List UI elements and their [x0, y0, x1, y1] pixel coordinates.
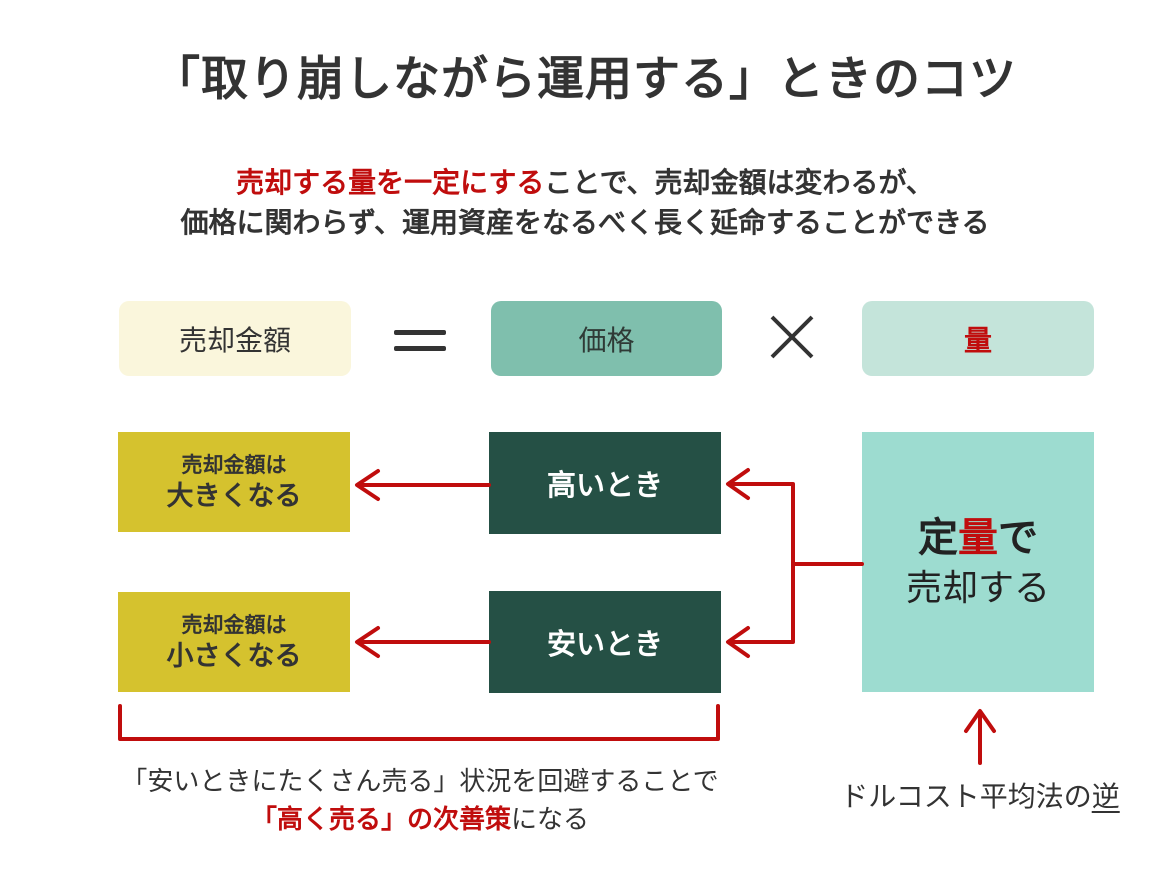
- price-box: 価格: [491, 301, 722, 376]
- note-left-emphasis: 「高く売る」の次善策: [250, 805, 511, 835]
- sale-amount-box: 売却金額: [119, 301, 351, 376]
- subtitle-line-1-rest: ことで、売却金額は変わるが、: [544, 166, 934, 199]
- condition-low-box: 安いとき: [489, 591, 721, 693]
- bracket: [118, 704, 720, 741]
- note-left-line-2-rest: になる: [511, 805, 590, 835]
- result-high-line-2: 大きくなる: [166, 481, 302, 512]
- arrowhead-low-result: [355, 626, 380, 658]
- fixed-quantity-box: 定量で 売却する: [862, 432, 1094, 692]
- note-left-line-1: 「安いときにたくさん売る」状況を回避することで: [121, 767, 719, 797]
- note-left: 「安いときにたくさん売る」状況を回避することで 「高く売る」の次善策になる: [40, 763, 800, 839]
- arrowhead-high-condition: [726, 468, 750, 500]
- fixed-quantity-emphasis: 量: [958, 515, 998, 561]
- arrowhead-low-condition: [726, 626, 750, 658]
- fixed-quantity-line-1: 定量で: [918, 511, 1038, 565]
- note-right-text: ドルコスト平均法の: [840, 780, 1092, 813]
- quantity-box: 量: [862, 301, 1094, 376]
- subtitle-line-1: 売却する量を一定にすることで、売却金額は変わるが、: [0, 163, 1170, 203]
- result-low-box: 売却金額は 小さくなる: [118, 592, 350, 692]
- multiply-sign: [770, 315, 814, 359]
- note-right: ドルコスト平均法の逆: [790, 775, 1170, 815]
- subtitle-emphasis: 売却する量を一定にする: [236, 166, 545, 199]
- note-right-underlined: 逆: [1091, 780, 1120, 813]
- subtitle-line-2: 価格に関わらず、運用資産をなるべく長く延命することができる: [180, 206, 990, 239]
- arrowhead-high-result: [355, 469, 380, 501]
- page-title: 「取り崩しながら運用する」ときのコツ: [153, 52, 1017, 107]
- fixed-quantity-post: で: [998, 515, 1038, 561]
- branch-line: [728, 482, 864, 644]
- equals-sign: [392, 311, 448, 371]
- fixed-quantity-line-2: 売却する: [905, 568, 1050, 609]
- fixed-quantity-pre: 定: [918, 515, 958, 561]
- subtitle: 売却する量を一定にすることで、売却金額は変わるが、 価格に関わらず、運用資産をな…: [0, 163, 1170, 243]
- result-low-line-1: 売却金額は: [181, 613, 287, 637]
- result-low-line-2: 小さくなる: [166, 641, 302, 672]
- result-high-box: 売却金額は 大きくなる: [118, 432, 350, 532]
- condition-high-box: 高いとき: [489, 432, 721, 534]
- arrowhead-up: [964, 709, 996, 733]
- result-high-line-1: 売却金額は: [181, 453, 287, 477]
- note-left-line-2: 「高く売る」の次善策になる: [40, 801, 800, 839]
